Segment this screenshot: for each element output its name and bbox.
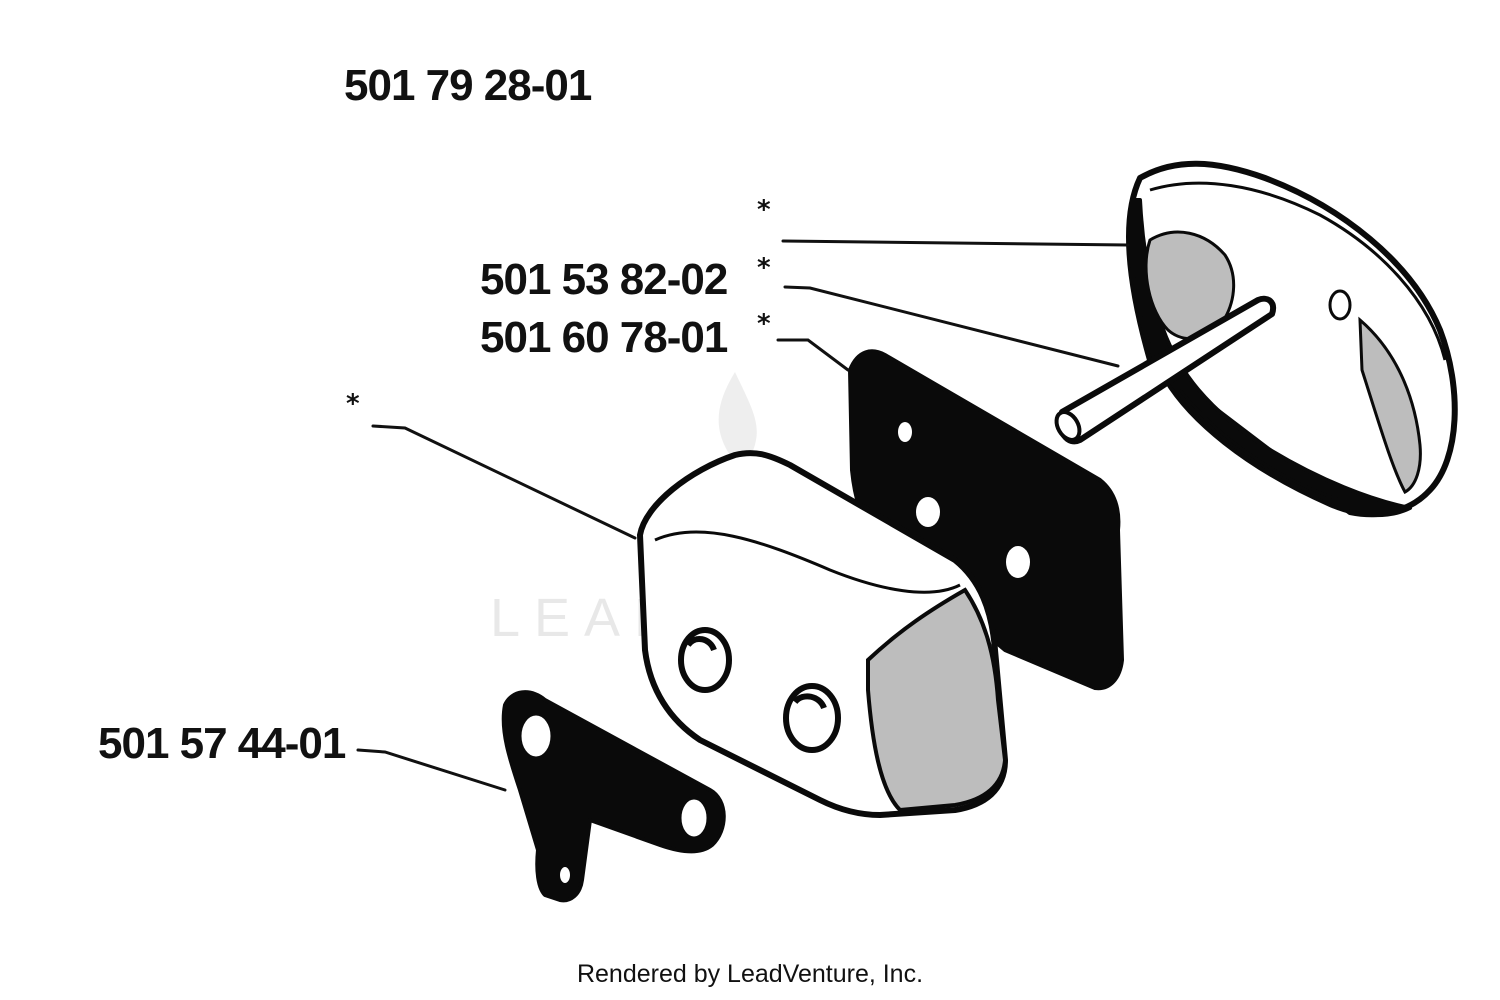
leader-line-cover: [781, 239, 1130, 247]
bracket-part-number: 501 57 44-01: [98, 719, 346, 768]
leader-line-pin: [783, 285, 1120, 368]
kit-part-number: 501 79 28-01: [344, 61, 592, 110]
filter-cover: [1126, 160, 1458, 518]
asterisk-markers: * * * *: [346, 195, 771, 419]
asterisk-filter: *: [346, 389, 360, 419]
part-labels: 501 79 28-01 501 53 82-02 501 60 78-01 5…: [98, 61, 729, 768]
leader-line-bracket: [356, 748, 507, 792]
leader-line-filter: [371, 424, 637, 540]
asterisk-gasket: *: [757, 309, 771, 339]
footer-credit: Rendered by LeadVenture, Inc.: [576, 960, 924, 988]
leader-line-gasket: [776, 338, 850, 372]
gasket-part-number: 501 60 78-01: [480, 313, 728, 362]
filter-pin-part-number: 501 53 82-02: [480, 255, 727, 304]
bracket: [501, 690, 726, 903]
filter-pin: [1054, 295, 1276, 445]
asterisk-cover: *: [757, 195, 771, 225]
asterisk-pin: *: [757, 253, 771, 283]
leader-lines: [356, 239, 1130, 792]
air-filter: [637, 450, 1008, 818]
